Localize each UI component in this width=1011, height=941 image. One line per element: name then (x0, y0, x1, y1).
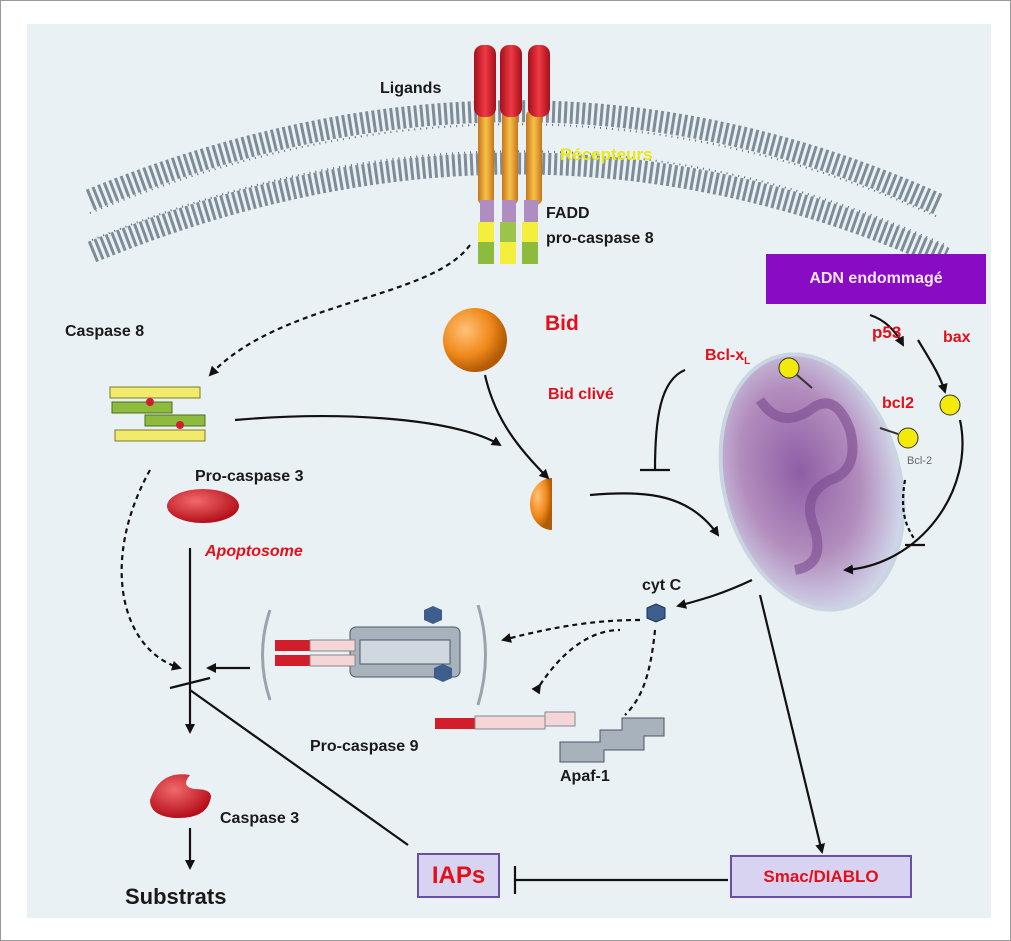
mitochondrion (718, 352, 906, 612)
apoptosome-label: Apoptosome (205, 543, 303, 560)
bclxl-label: Bcl-xL (705, 347, 751, 368)
pro-caspase8-label: pro-caspase 8 (546, 230, 654, 247)
bcl2-gray-label: Bcl-2 (907, 455, 933, 467)
cytc-label: cyt C (642, 577, 682, 594)
cytochrome-c (646, 603, 666, 623)
bcl-proteins (778, 357, 961, 449)
pro-caspase3-shape (167, 489, 239, 523)
apaf1-label: Apaf-1 (560, 768, 610, 785)
substrats-label: Substrats (125, 884, 227, 909)
ligands-label: Ligands (380, 80, 442, 97)
recepteurs-label: Récepteurs (560, 145, 653, 164)
pro-caspase9-shape (435, 711, 576, 730)
pathway-arrows (120, 244, 964, 894)
pro-caspase9-label: Pro-caspase 9 (310, 738, 419, 755)
smac-diablo-box: Smac/DIABLO (730, 855, 912, 898)
cell-membrane (85, 100, 950, 269)
p53-label: p53 (872, 323, 902, 342)
cleaved-bid (530, 478, 552, 530)
death-receptor-complex (474, 45, 550, 264)
apoptosome-complex (261, 604, 487, 706)
caspase8-shape (109, 386, 206, 442)
bid-label: Bid (545, 312, 579, 335)
pro-caspase3-label: Pro-caspase 3 (195, 468, 304, 485)
caspase8-label: Caspase 8 (65, 323, 145, 340)
caspase3-shape (150, 774, 211, 819)
fadd-label: FADD (546, 205, 590, 222)
adn-endommage-box: ADN endommagé (766, 254, 986, 304)
bcl2-label: bcl2 (882, 395, 915, 412)
bid-clive-label: Bid clivé (548, 386, 614, 403)
bid-molecule (443, 308, 507, 372)
caspase3-label: Caspase 3 (220, 810, 300, 827)
bax-label: bax (943, 329, 971, 346)
iaps-box: IAPs (417, 853, 500, 898)
apaf1-shape (559, 717, 665, 763)
